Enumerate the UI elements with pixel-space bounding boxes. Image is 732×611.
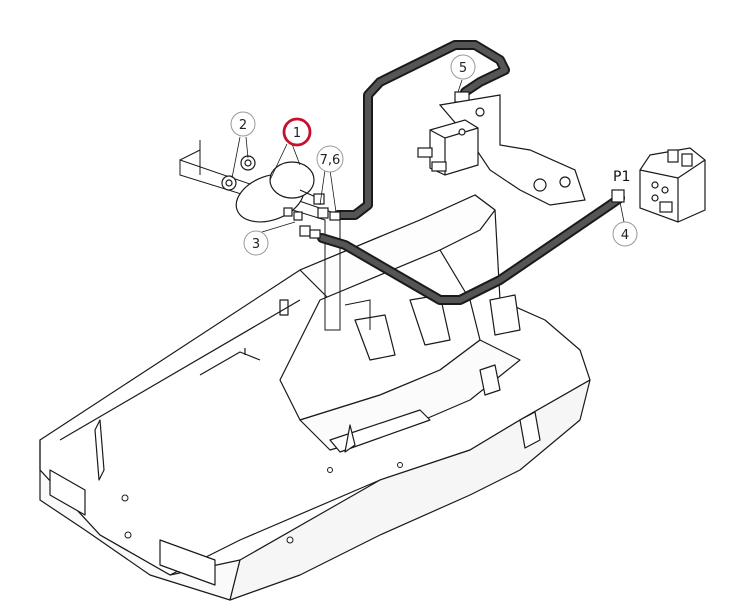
callout-7-6-label: 7,6 bbox=[320, 153, 341, 168]
fittings bbox=[299, 91, 625, 239]
leader-lines bbox=[231, 79, 625, 233]
callout-1[interactable]: 1 bbox=[282, 117, 312, 147]
p1-valve-block bbox=[639, 147, 706, 223]
port-p1-label: P1 bbox=[613, 169, 630, 185]
callout-2[interactable]: 2 bbox=[230, 111, 256, 137]
callout-1-label: 1 bbox=[293, 126, 301, 141]
callout-4-label: 4 bbox=[621, 228, 629, 243]
callout-3-label: 3 bbox=[252, 237, 260, 252]
washers bbox=[221, 155, 256, 191]
callout-4[interactable]: 4 bbox=[612, 221, 638, 247]
callout-5[interactable]: 5 bbox=[450, 54, 476, 80]
upper-valve-block bbox=[417, 94, 586, 206]
callout-7-6[interactable]: 7,6 bbox=[316, 145, 344, 173]
callout-5-label: 5 bbox=[459, 61, 467, 76]
callout-3[interactable]: 3 bbox=[243, 230, 269, 256]
callout-2-label: 2 bbox=[239, 118, 247, 133]
chassis-frame bbox=[39, 194, 591, 601]
accumulator-component bbox=[235, 161, 325, 223]
frame-holes bbox=[121, 462, 403, 544]
